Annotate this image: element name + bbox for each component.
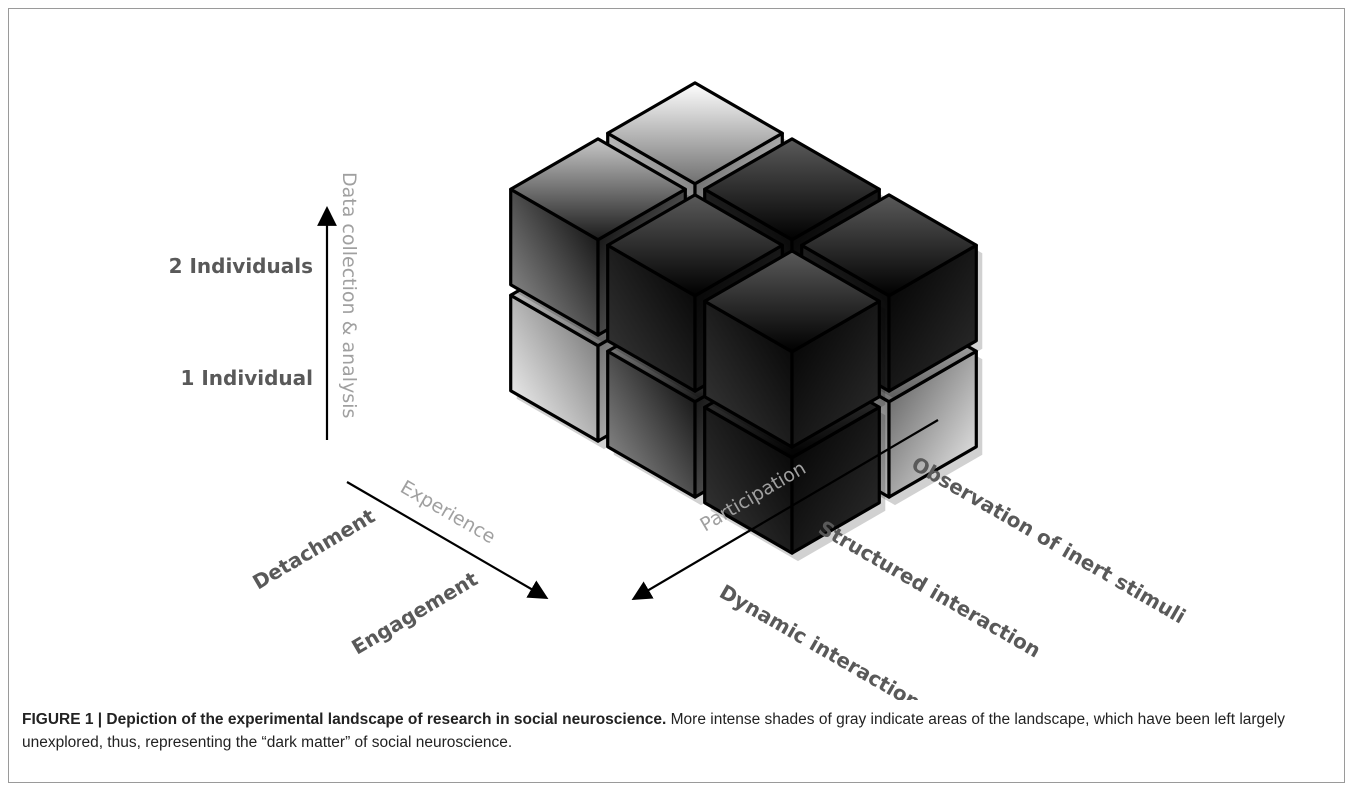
- cube-grid: [509, 81, 983, 562]
- figure-frame: [8, 8, 1345, 783]
- cube-top-face: [606, 193, 784, 298]
- caption-body: More intense shades of gray indicate are…: [22, 711, 1285, 751]
- cube-top-face: [606, 81, 784, 186]
- figure-caption: FIGURE 1 | Depiction of the experimental…: [22, 708, 1332, 754]
- caption-lead: FIGURE 1 | Depiction of the experimental…: [22, 711, 667, 728]
- level-two-individuals: 2 Individuals: [169, 254, 313, 278]
- level-dynamic-interaction: Dynamic interaction: [716, 580, 925, 700]
- experience-axis-arrow: [346, 481, 549, 599]
- cube: [703, 249, 886, 456]
- participation-axis-arrow: [631, 419, 939, 601]
- cube-top-face: [509, 137, 687, 242]
- level-structured-interaction: Structured interaction: [815, 516, 1045, 663]
- level-detachment: Detachment: [248, 504, 379, 595]
- level-engagement: Engagement: [347, 566, 482, 659]
- cube-top-face: [703, 249, 881, 354]
- cube-top-face: [800, 193, 978, 298]
- experience-axis-label: Experience: [397, 476, 500, 548]
- experimental-landscape-diagram: Data collection & analysis Experience Pa…: [169, 81, 1190, 700]
- level-one-individual: 1 Individual: [180, 366, 313, 390]
- cube-top-face: [703, 137, 881, 242]
- data-collection-axis-label: Data collection & analysis: [338, 172, 360, 418]
